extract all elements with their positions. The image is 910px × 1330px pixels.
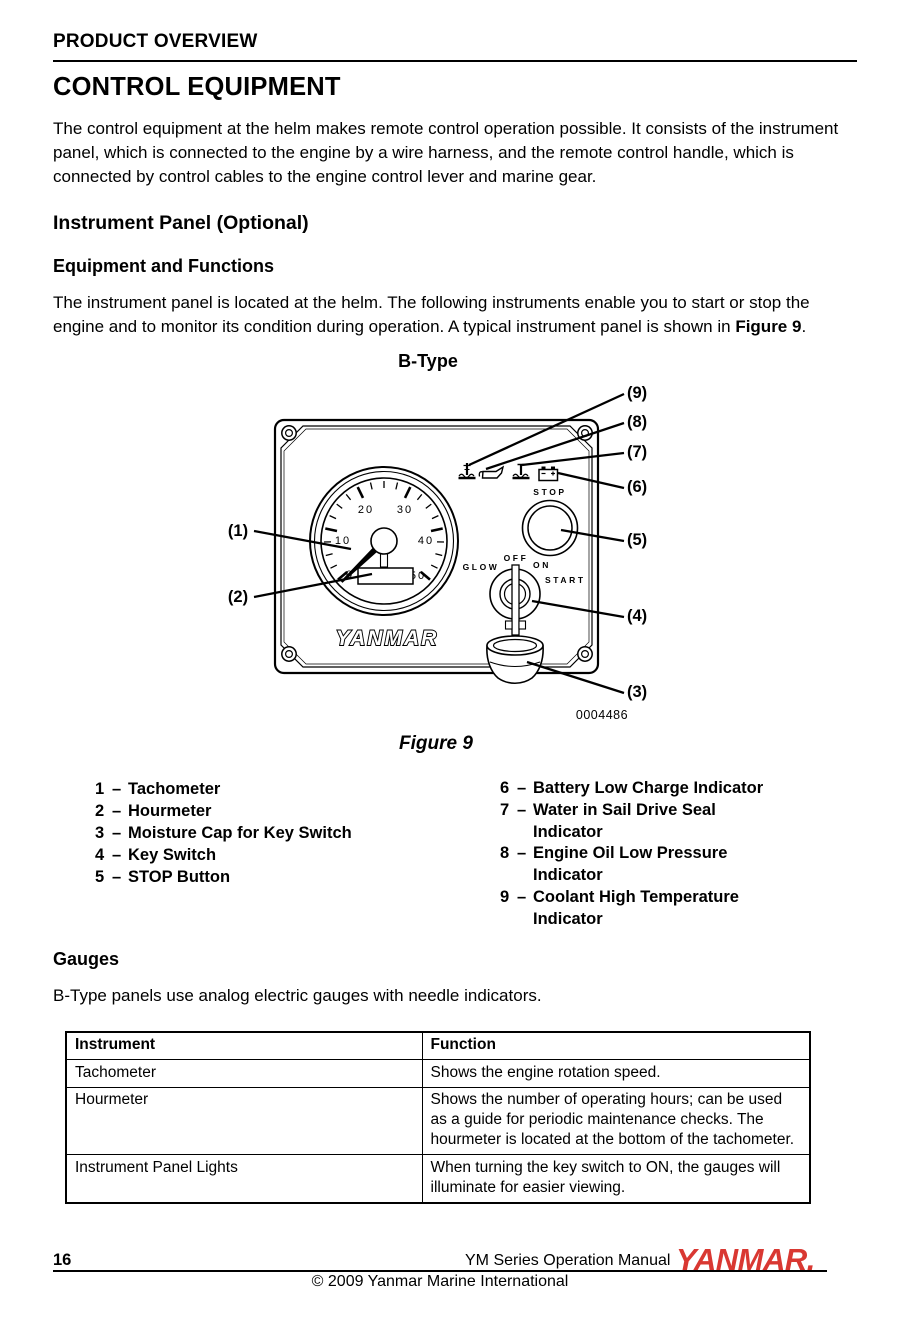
legend-item-6: 6–Battery Low Charge Indicator [500, 779, 764, 798]
gauge-number: 40 [418, 535, 434, 547]
manual-title: YM Series Operation Manual [465, 1252, 671, 1269]
leader-line-1 [253, 529, 352, 551]
function-cell: Shows the engine rotation speed. [421, 1059, 811, 1088]
legend-item-3: 3–Moisture Cap for Key Switch [95, 824, 352, 843]
panel-brand-logo: YANMAR [336, 627, 439, 650]
manual-page: PRODUCT OVERVIEW CONTROL EQUIPMENT The c… [53, 31, 857, 1204]
leader-line-9 [468, 392, 625, 467]
column-header-function: Function [421, 1031, 811, 1061]
tachometer-needle [340, 547, 378, 583]
figure-type-label: B-Type [398, 351, 458, 372]
callout-labels: (1) (2) (3) (4) (5) (6) (7) (8) (9) [228, 384, 647, 701]
callout-7: (7) [627, 443, 647, 461]
key-blade [511, 564, 520, 636]
leader-line-2 [253, 572, 373, 599]
table-header-row: Instrument Function [65, 1031, 811, 1061]
callout-4: (4) [627, 607, 647, 625]
callout-1: (1) [228, 522, 248, 540]
function-cell: Shows the number of operating hours; can… [421, 1086, 811, 1156]
heading-gauges: Gauges [53, 948, 120, 969]
header-rule [53, 60, 857, 62]
off-label: OFF [504, 553, 529, 563]
legend-item-2: 2–Hourmeter [95, 802, 212, 821]
leader-line-8 [485, 421, 625, 471]
section-kicker: PRODUCT OVERVIEW [53, 31, 258, 52]
leader-line-5 [560, 528, 625, 543]
gauge-number: 10 [335, 535, 351, 547]
corner-screw [281, 646, 297, 662]
legend-item-4: 4–Key Switch [95, 846, 217, 865]
page-title: CONTROL EQUIPMENT [53, 73, 341, 101]
table-row: Hourmeter Shows the number of operating … [65, 1086, 811, 1156]
stop-button: STOP [521, 487, 579, 557]
intro-paragraph: The control equipment at the helm makes … [53, 119, 839, 187]
instrument-cell: Hourmeter [65, 1086, 423, 1156]
leader-line-7 [521, 451, 625, 467]
callout-3: (3) [627, 683, 647, 701]
gauges-paragraph: B-Type panels use analog electric gauges… [53, 985, 542, 1005]
footer-rule [53, 1270, 827, 1272]
heading-instrument-panel: Instrument Panel (Optional) [53, 211, 309, 234]
page-number: 16 [53, 1251, 72, 1269]
glow-label: GLOW [463, 562, 500, 572]
moisture-cap [486, 635, 544, 685]
callout-2: (2) [228, 588, 248, 606]
table-row: Instrument Panel Lights When turning the… [65, 1154, 811, 1204]
engine-oil-low-pressure-icon [478, 465, 505, 479]
figure-reference: Figure 9 [735, 316, 802, 336]
tachometer-ticks [323, 481, 445, 581]
battery-low-charge-icon [538, 466, 559, 482]
water-in-sail-drive-seal-icon [512, 463, 530, 480]
gauge-table: Instrument Function Tachometer Shows the… [65, 1030, 811, 1204]
on-label: ON [533, 560, 551, 570]
figure-legend: 1–Tachometer 2–Hourmeter 3–Moisture Cap … [53, 778, 857, 931]
callout-5: (5) [627, 531, 647, 549]
figure-caption: Figure 9 [399, 733, 473, 755]
figure-9: B-Type [220, 352, 680, 753]
needle-hub [370, 527, 398, 555]
start-label: START [545, 575, 586, 585]
leader-line-3 [526, 660, 625, 695]
table-row: Tachometer Shows the engine rotation spe… [65, 1059, 811, 1088]
callout-8: (8) [627, 413, 647, 431]
callout-6: (6) [627, 478, 647, 496]
heading-equipment-functions: Equipment and Functions [53, 255, 274, 276]
needle-stem [379, 553, 389, 568]
legend-item-5: 5–STOP Button [95, 868, 231, 887]
legend-item-1: 1–Tachometer [95, 780, 221, 799]
instrument-cell: Tachometer [65, 1059, 423, 1088]
equipment-paragraph: The instrument panel is located at the h… [53, 292, 810, 336]
corner-screw [577, 646, 593, 662]
leader-line-6 [557, 471, 625, 490]
key-switch: GLOW OFF ON START [463, 553, 586, 636]
column-header-instrument: Instrument [65, 1031, 423, 1061]
leader-line-4 [531, 599, 625, 619]
gauge-number: 20 [358, 504, 374, 516]
function-cell: When turning the key switch to ON, the g… [421, 1154, 811, 1204]
copyright-line: © 2009 Yanmar Marine International [311, 1273, 569, 1290]
corner-screw [281, 425, 297, 441]
stop-label: STOP [533, 487, 566, 497]
instrument-panel-figure: 0 10 20 30 40 50 YANMAR [228, 384, 647, 722]
gauge-number: 30 [397, 504, 413, 516]
callout-9: (9) [627, 384, 647, 402]
figure-number: 0004486 [576, 708, 628, 722]
leader-lines [253, 392, 625, 695]
instrument-cell: Instrument Panel Lights [65, 1154, 423, 1204]
